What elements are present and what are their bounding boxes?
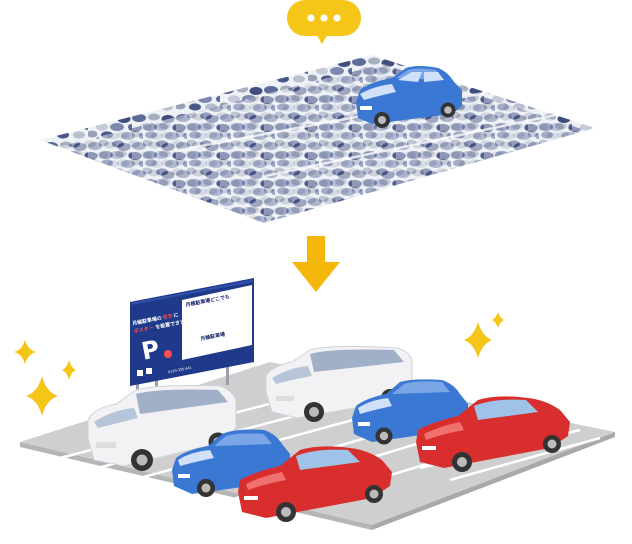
parking-signboard: 月極駐車場の 空き に ポスター を設置できます P 月極駐車場 どこでも 月極… <box>130 278 254 398</box>
sparkle-icon <box>14 312 504 416</box>
white-minivan-front <box>87 385 237 471</box>
gravel-lot <box>40 55 595 223</box>
speech-bubble-icon <box>287 0 361 44</box>
sign-phone: 0120-335-641 <box>168 366 192 375</box>
sign-line-2: ポスター <box>133 324 154 335</box>
down-arrow-icon <box>292 236 340 292</box>
sign-brand-logo: どこでも <box>210 293 231 304</box>
sign-line-1-highlight: 空き <box>162 312 173 321</box>
red-sportscar-front <box>238 446 392 522</box>
sign-line-1-end: に <box>173 312 179 319</box>
blue-car-gravel <box>356 66 462 128</box>
red-sportscar-right <box>416 396 570 472</box>
parking-p-icon: P <box>139 335 162 366</box>
sign-bottom-caption: 月極駐車場 <box>199 331 226 343</box>
sign-brand-right: 月極駐車場 <box>184 297 211 309</box>
